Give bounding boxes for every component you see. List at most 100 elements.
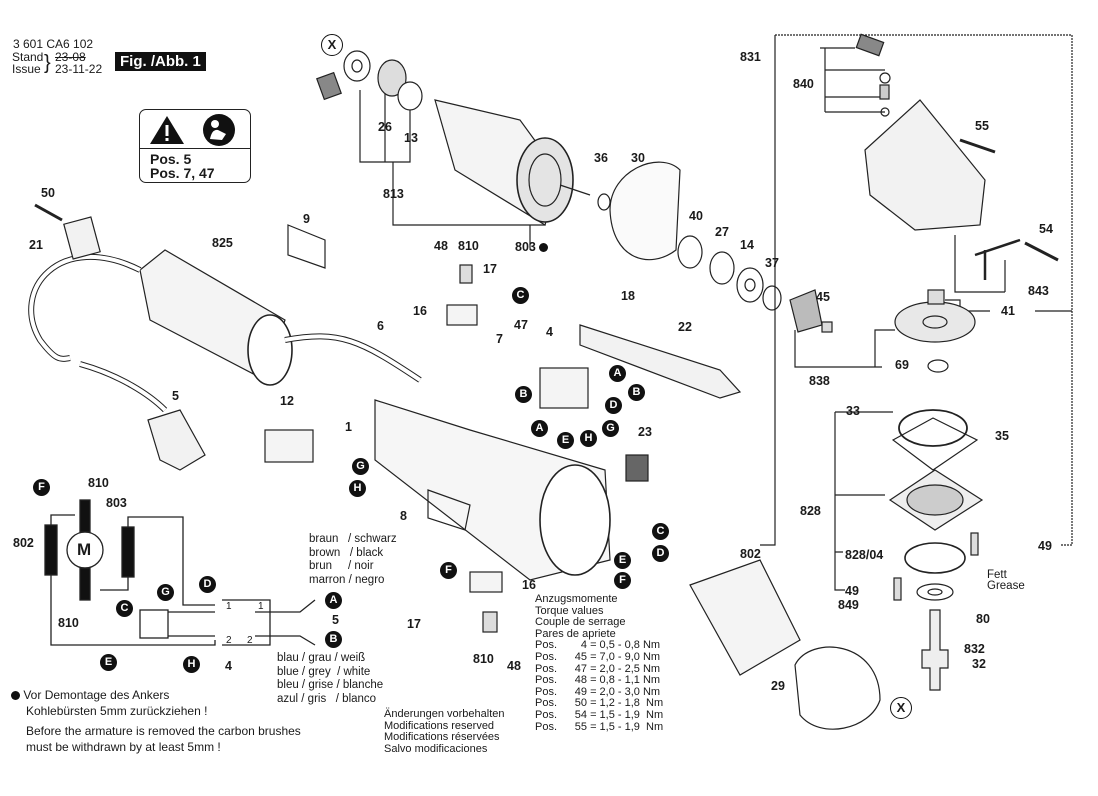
part-label-48b[interactable]: 48 xyxy=(507,659,521,673)
part-label-22[interactable]: 22 xyxy=(678,320,692,334)
wiring-badge-C: C xyxy=(116,600,133,617)
part-label-840[interactable]: 840 xyxy=(793,77,814,91)
part-label-30[interactable]: 30 xyxy=(631,151,645,165)
connector-badge-H: H xyxy=(580,430,597,447)
part-label-8[interactable]: 8 xyxy=(400,509,407,523)
wire-colors-top: braun / schwarz brown / black brun / noi… xyxy=(309,533,397,587)
protective-cover-29 xyxy=(794,646,881,730)
part-label-48[interactable]: 48 xyxy=(434,239,448,253)
carbon-brush-810b xyxy=(482,611,498,633)
part-label-803[interactable]: 803 xyxy=(515,241,549,254)
part-label-6[interactable]: 6 xyxy=(377,319,384,333)
torque-value: = 1,2 - 1,8 Nm xyxy=(590,697,664,710)
part-label-26[interactable]: 26 xyxy=(378,120,392,134)
torque-title-en: Torque values xyxy=(535,604,604,617)
screw-49b xyxy=(893,577,902,601)
wiring-badge-F: F xyxy=(33,479,50,496)
part-label-802[interactable]: 802 xyxy=(740,547,761,561)
torque-title-es: Pares de apriete xyxy=(535,627,616,640)
part-label-832[interactable]: 832 xyxy=(964,642,985,656)
part-label-810b[interactable]: 810 xyxy=(473,652,494,666)
torque-row: Pos.48 = 0,8 - 1,1 Nm xyxy=(535,674,663,687)
part-label-49a[interactable]: 49 xyxy=(1038,539,1052,553)
part-label-828[interactable]: 828 xyxy=(800,504,821,518)
part-label-23[interactable]: 23 xyxy=(638,425,652,439)
connector-badge-B2: B xyxy=(515,386,532,403)
connector-badge-F2: F xyxy=(440,562,457,579)
part-label-12[interactable]: 12 xyxy=(280,394,294,408)
part-label-7[interactable]: 7 xyxy=(496,332,503,346)
assembly-bracket-813 xyxy=(359,90,546,248)
torque-row: Pos.55 = 1,5 - 1,9 Nm xyxy=(535,721,663,734)
part-label-828-04[interactable]: 828/04 xyxy=(845,548,884,562)
wire-color-de: blau / grau / weiß xyxy=(277,652,366,664)
gasket-35 xyxy=(891,417,979,471)
part-label-16b[interactable]: 16 xyxy=(522,578,536,592)
part-label-838[interactable]: 838 xyxy=(809,374,830,388)
part-label-16[interactable]: 16 xyxy=(413,304,427,318)
gear-housing xyxy=(864,99,986,231)
part-label-69[interactable]: 69 xyxy=(895,358,909,372)
part-label-825[interactable]: 825 xyxy=(212,236,233,250)
part-label-80[interactable]: 80 xyxy=(976,612,990,626)
retaining-ring-40 xyxy=(677,235,703,269)
o-ring-27 xyxy=(709,251,735,285)
modifications-note: Änderungen vorbehalten Modifications res… xyxy=(384,708,504,755)
grease-note-de: Fett xyxy=(987,569,1007,581)
part-label-18[interactable]: 18 xyxy=(621,289,635,303)
part-label-54[interactable]: 54 xyxy=(1039,222,1053,236)
part-label-37[interactable]: 37 xyxy=(765,256,779,270)
assembly-bracket-831 xyxy=(775,34,1073,546)
part-label-14[interactable]: 14 xyxy=(740,238,754,252)
part-label-9[interactable]: 9 xyxy=(303,212,310,226)
part-label-35[interactable]: 35 xyxy=(995,429,1009,443)
switch-rod-22 xyxy=(579,324,742,399)
part-label-36[interactable]: 36 xyxy=(594,151,608,165)
part-label-849[interactable]: 849 xyxy=(838,598,859,612)
part-label-47[interactable]: 47 xyxy=(514,318,528,332)
part-label-32[interactable]: 32 xyxy=(972,657,986,671)
bearing-37 xyxy=(762,285,782,311)
terminal-1a: 1 xyxy=(226,601,232,612)
part-label-27[interactable]: 27 xyxy=(715,225,729,239)
part-label-50[interactable]: 50 xyxy=(41,186,55,200)
connector-badge-A: A xyxy=(609,365,626,382)
torque-pos-number: 50 xyxy=(574,697,587,710)
part-label-831[interactable]: 831 xyxy=(740,50,761,64)
wiring-label-810-bottom: 810 xyxy=(58,616,79,630)
part-label-843[interactable]: 843 xyxy=(1028,284,1049,298)
torque-row: Pos.50 = 1,2 - 1,8 Nm xyxy=(535,698,663,710)
part-label-17[interactable]: 17 xyxy=(483,262,497,276)
part-label-45[interactable]: 45 xyxy=(816,290,830,304)
part-label-813[interactable]: 813 xyxy=(383,187,404,201)
part-label-21[interactable]: 21 xyxy=(29,238,43,252)
part-label-41[interactable]: 41 xyxy=(1001,304,1015,318)
part-label-40[interactable]: 40 xyxy=(689,209,703,223)
armature-note: Vor Demontage des Ankers Kohlebürsten 5m… xyxy=(11,687,301,755)
part-label-13[interactable]: 13 xyxy=(404,131,418,145)
torque-row: Pos.45 = 7,0 - 9,0 Nm xyxy=(535,651,663,664)
part-label-49b[interactable]: 49 xyxy=(845,584,859,598)
part-label-810[interactable]: 810 xyxy=(458,239,479,253)
modifications-fr: Modifications réservées xyxy=(384,731,500,743)
connector-badge-E: E xyxy=(557,432,574,449)
label-8 xyxy=(427,489,471,531)
carbon-brush-810 xyxy=(459,264,473,284)
part-label-29[interactable]: 29 xyxy=(771,679,785,693)
part-label-55[interactable]: 55 xyxy=(975,119,989,133)
part-label-33[interactable]: 33 xyxy=(846,404,860,418)
connector-badge-G2: G xyxy=(352,458,369,475)
wire-color-es: marron / negro xyxy=(309,573,385,586)
screw-49a xyxy=(970,532,979,556)
brush-holder-16b xyxy=(469,571,503,593)
part-label-17b[interactable]: 17 xyxy=(407,617,421,631)
torque-table: Anzugsmomente Torque values Couple de se… xyxy=(535,593,663,734)
connector-badge-C2: C xyxy=(652,523,669,540)
armature-803 xyxy=(343,50,591,226)
part-label-4[interactable]: 4 xyxy=(546,325,553,339)
part-label-5[interactable]: 5 xyxy=(172,389,179,403)
screw-50 xyxy=(34,203,63,222)
wire-color-es: azul / gris / blanco xyxy=(277,692,377,705)
part-label-1[interactable]: 1 xyxy=(345,420,352,434)
torque-value: = 0,8 - 1,1 Nm xyxy=(590,674,661,687)
